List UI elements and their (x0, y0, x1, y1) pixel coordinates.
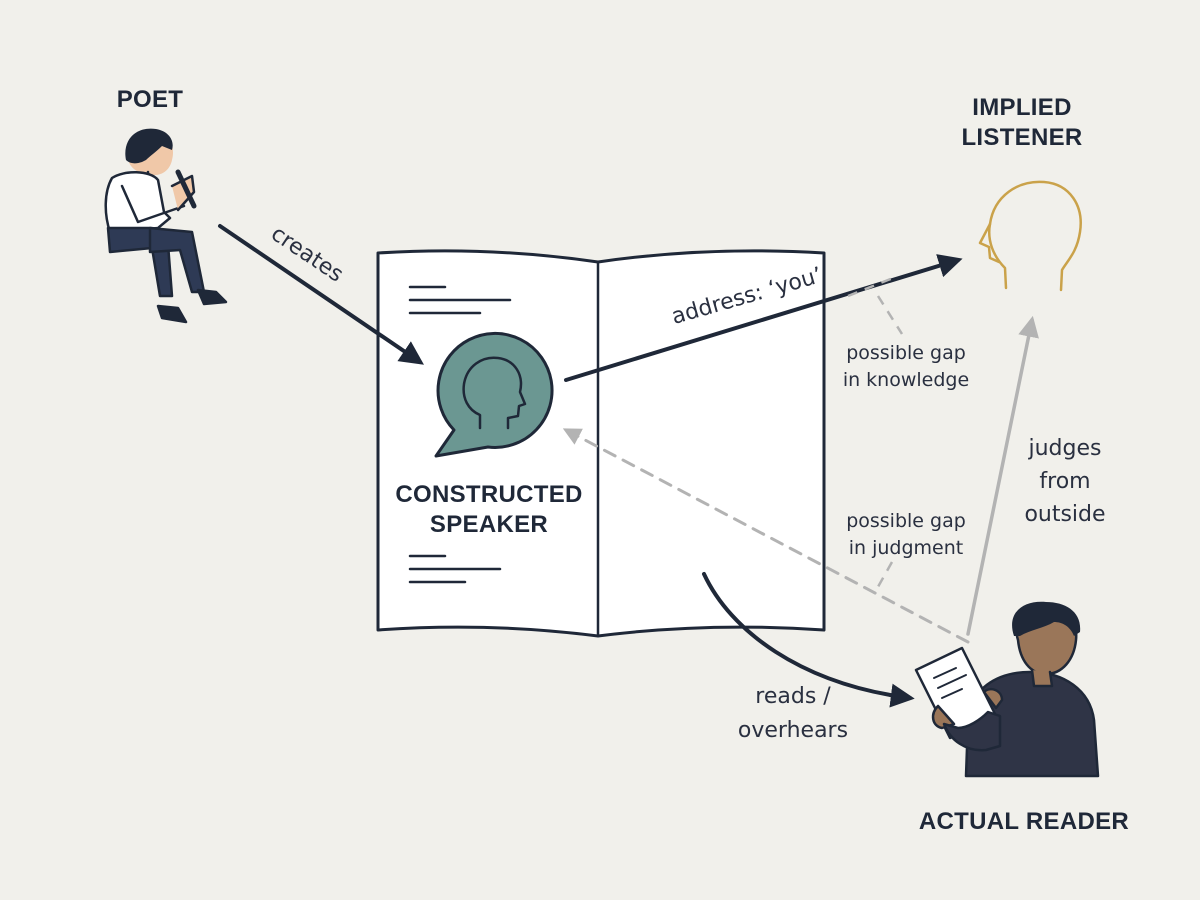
reads-label-line1: reads / (755, 684, 831, 709)
text-lines-top (408, 285, 512, 315)
text-lines-bottom (408, 554, 502, 584)
gap-judgment-label-line1: possible gap (846, 510, 966, 532)
implied-listener-label-line1: IMPLIED (972, 94, 1072, 121)
reads-label-line2: overhears (737, 718, 849, 743)
speaker-bubble-icon (434, 331, 554, 458)
implied-listener-head-icon (978, 180, 1082, 292)
arrow-address (564, 254, 963, 382)
gap-knowledge-leader (847, 274, 899, 298)
arrow-reads (702, 572, 915, 708)
judges-label-line1: judges (1028, 436, 1102, 461)
implied-listener-label-line2: LISTENER (961, 124, 1083, 151)
arrows (218, 224, 1039, 708)
reader-figure-icon (914, 601, 1100, 778)
speaker-label-line1: CONSTRUCTED (395, 481, 583, 508)
reader-label: ACTUAL READER (918, 808, 1130, 835)
gap-knowledge-tick (876, 295, 904, 335)
speaker-label-line2: SPEAKER (429, 511, 549, 538)
judges-label-line2: from (1039, 469, 1091, 494)
poet-label: POET (116, 86, 184, 113)
gap-judgment-label-line2: in judgment (848, 537, 964, 559)
gap-judgment-tick (872, 561, 894, 595)
judges-label-line3: outside (1024, 502, 1106, 527)
poet-figure-icon (104, 128, 228, 324)
arrow-judges (966, 315, 1039, 636)
gap-knowledge-label-line1: possible gap (846, 342, 966, 364)
arrow-reader-to-speaker (562, 428, 970, 644)
arrow-creates (218, 224, 424, 365)
reader-paper-lines (933, 667, 967, 699)
gap-knowledge-label-line2: in knowledge (842, 369, 970, 391)
